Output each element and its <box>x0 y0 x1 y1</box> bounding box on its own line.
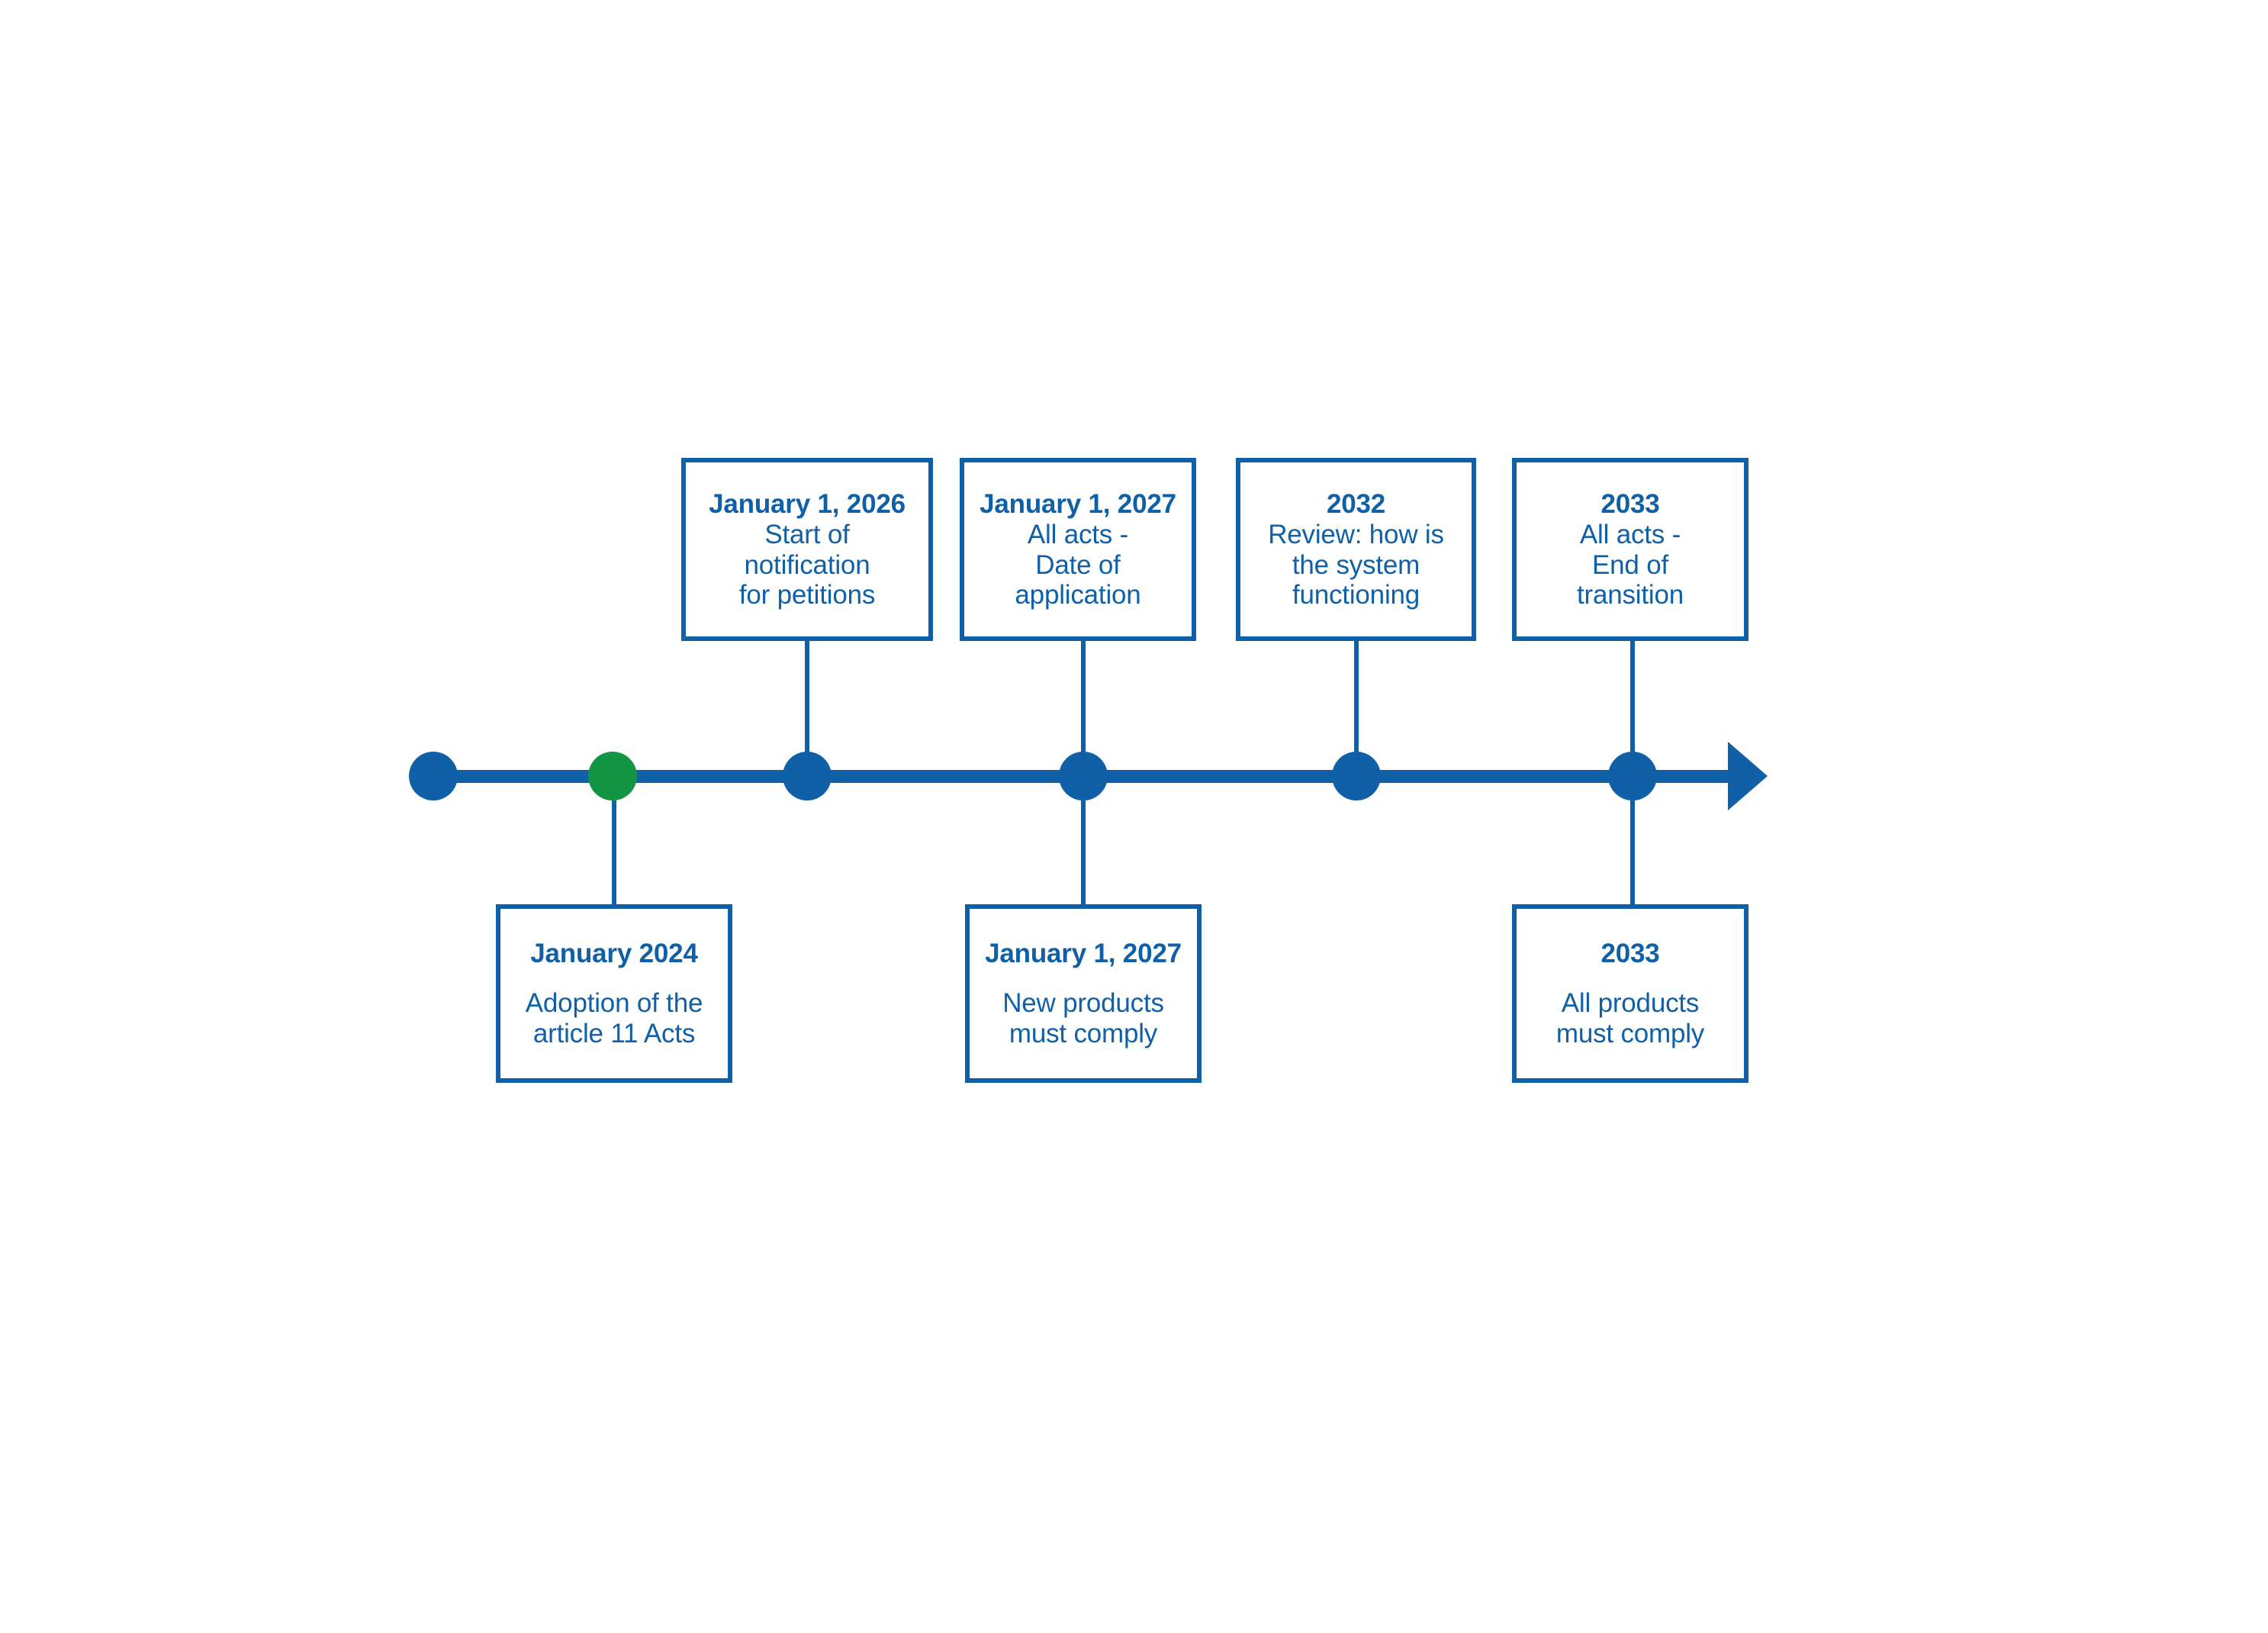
callout-below-3: 2033 All products must comply <box>1512 904 1748 1083</box>
connector-above-2 <box>1081 641 1086 772</box>
connector-below-2 <box>1081 800 1086 904</box>
connector-above-1 <box>805 641 809 772</box>
callout-above-2: January 1, 2027 All acts - Date of appli… <box>960 458 1196 641</box>
callout-date: January 1, 2027 <box>985 939 1182 969</box>
timeline-node-2032 <box>1332 752 1381 800</box>
timeline-node-2026 <box>783 752 832 800</box>
callout-description: Adoption of the article 11 Acts <box>525 988 703 1048</box>
callout-description: All products must comply <box>1555 988 1705 1048</box>
callout-description: Start of notification for petitions <box>738 520 876 610</box>
callout-above-4: 2033 All acts - End of transition <box>1512 458 1748 641</box>
connector-above-3 <box>1354 641 1359 772</box>
timeline-node-2027 <box>1059 752 1108 800</box>
callout-date: January 2024 <box>530 939 698 969</box>
callout-date: January 1, 2027 <box>980 489 1176 520</box>
connector-above-4 <box>1630 641 1635 772</box>
callout-below-2: January 1, 2027 New products must comply <box>965 904 1202 1083</box>
callout-above-3: 2032 Review: how is the system functioni… <box>1236 458 1476 641</box>
callout-description: All acts - Date of application <box>1015 520 1141 610</box>
callout-date: 2032 <box>1326 489 1386 520</box>
callout-date: January 1, 2026 <box>709 489 906 520</box>
callout-date: 2033 <box>1600 939 1660 969</box>
timeline-node-2024 <box>588 752 637 800</box>
timeline-arrowhead-icon <box>1728 742 1768 810</box>
callout-description: Review: how is the system functioning <box>1268 520 1444 610</box>
callout-below-1: January 2024 Adoption of the article 11 … <box>496 904 732 1083</box>
timeline-node-2033 <box>1608 752 1657 800</box>
callout-date: 2033 <box>1600 489 1660 520</box>
connector-below-1 <box>612 800 616 904</box>
callout-above-1: January 1, 2026 Start of notification fo… <box>681 458 933 641</box>
timeline-node-start <box>409 752 458 800</box>
callout-description: All acts - End of transition <box>1576 520 1684 610</box>
callout-description: New products must comply <box>1002 988 1164 1048</box>
connector-below-3 <box>1630 800 1635 904</box>
